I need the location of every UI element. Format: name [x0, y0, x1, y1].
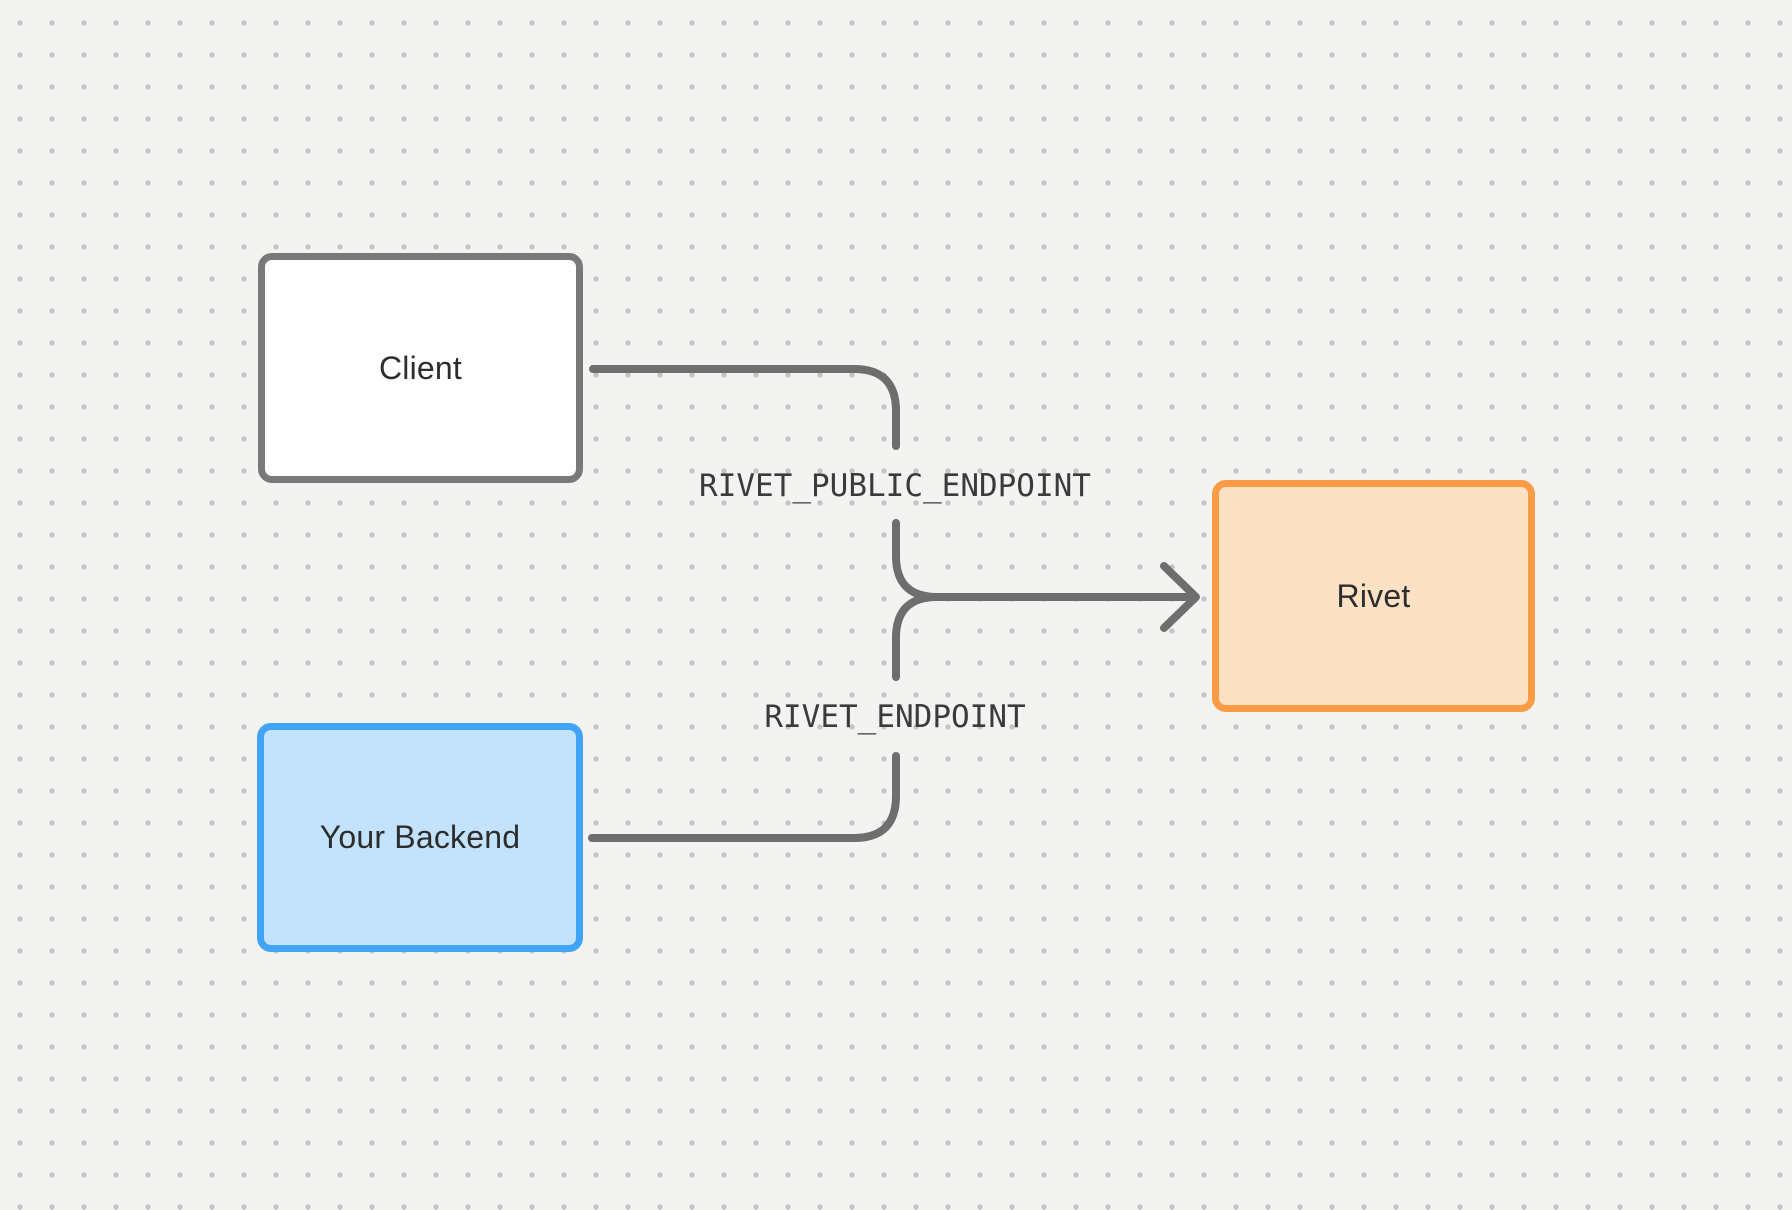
node-rivet: Rivet: [1212, 480, 1535, 712]
edge-junction-bottom-merge: [892, 593, 941, 681]
edge-backend-to-junction: [588, 752, 900, 842]
edge-client-to-junction: [589, 365, 900, 450]
node-your-backend: Your Backend: [257, 723, 583, 952]
edge-junction-top-merge: [892, 519, 1195, 601]
arrowhead-icon: [1160, 562, 1200, 632]
edge-label-rivet-endpoint: RIVET_ENDPOINT: [764, 699, 1026, 735]
node-your-backend-label: Your Backend: [319, 819, 521, 855]
edge-label-rivet-public-endpoint: RIVET_PUBLIC_ENDPOINT: [699, 468, 1091, 504]
node-rivet-label: Rivet: [1336, 577, 1411, 614]
node-client: Client: [258, 253, 583, 483]
node-client-label: Client: [378, 349, 462, 386]
